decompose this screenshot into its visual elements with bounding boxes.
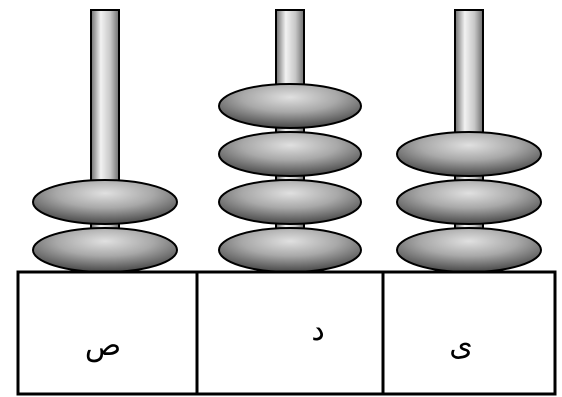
bead-col2-4 <box>219 84 361 128</box>
bead-col1-2 <box>33 180 177 224</box>
bead-col3-2 <box>397 180 541 224</box>
column-label-2: د <box>311 313 324 348</box>
bead-col2-3 <box>219 132 361 176</box>
bead-col2-2 <box>219 180 361 224</box>
bead-col3-3 <box>397 132 541 176</box>
column-label-1: ص <box>85 328 121 363</box>
bead-col1-1 <box>33 228 177 272</box>
bead-col2-1 <box>219 228 361 272</box>
bead-col3-1 <box>397 228 541 272</box>
column-label-3: ی <box>449 328 472 363</box>
